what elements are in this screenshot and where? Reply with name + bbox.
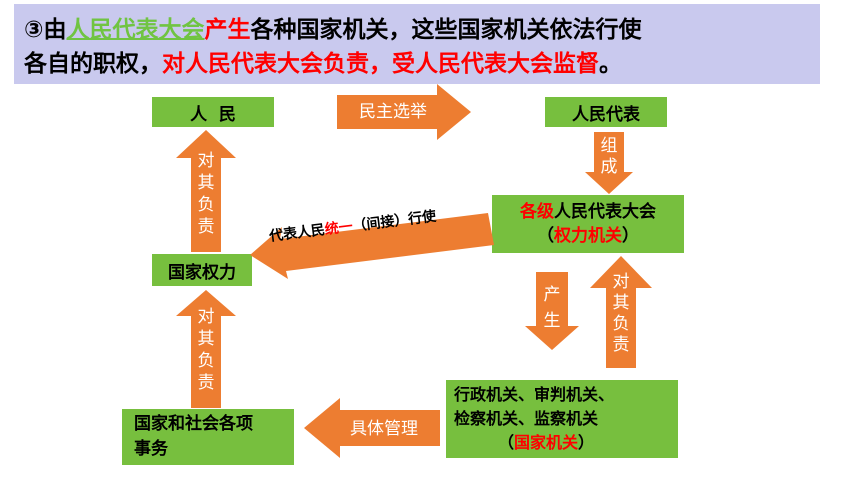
node-people: 人 民 [152,97,274,127]
arrow-represent [250,213,494,279]
node-state-power: 国家权力 [152,254,252,286]
arrow-produce-label: 产生 [543,285,561,331]
arrow-manage-label: 具体管理 [350,419,418,439]
node-congress-paren-open: （ [537,226,554,246]
banner-line-2: 各自的职权，对人民代表大会负责，受人民代表大会监督。 [24,44,622,78]
banner-line2-red: 对人民代表大会负责，受人民代表大会监督 [162,51,599,77]
banner-produce-text: 产生 [204,17,251,43]
node-representatives: 人民代表 [545,97,667,127]
node-congress: 各级人民代表大会 （权力机关） [492,195,684,253]
arrow-responsible-people-label: 对其负责 [197,151,215,237]
node-state-organs: 行政机关、审判机关、 检察机关、监察机关 （国家机关） [446,380,678,458]
arrow-represent-red: 统一 [323,218,354,239]
node-people-label: 人 民 [190,104,236,125]
node-organs-line2: 检察机关、监察机关 [454,409,599,428]
node-congress-subtitle: （权力机关） [537,224,639,248]
node-organs-paren-close: ） [578,433,595,452]
node-organs-paren-open: （ [498,433,515,452]
arrow-responsible-people [176,130,236,252]
node-organs-line3: （国家机关） [454,431,594,455]
banner-line2-start: 各自的职权， [24,51,162,77]
arrow-produce [525,272,579,350]
arrow-compose-label: 组成 [600,136,618,177]
arrow-responsible-congress-label: 对其负责 [612,272,630,355]
banner-marker: ③由 [24,17,67,43]
node-state-power-label: 国家权力 [168,262,236,283]
arrow-responsible-affairs-label: 对其负责 [197,307,215,393]
node-congress-sub: 权力机关 [554,226,622,246]
node-congress-prefix: 各级 [520,202,554,222]
node-affairs: 国家和社会各项 事务 [122,409,294,465]
node-organs-line1: 行政机关、审判机关、 [454,385,615,404]
node-congress-paren-close: ） [622,226,639,246]
node-organs-sub: 国家机关 [514,433,579,452]
node-congress-title: 各级人民代表大会 [520,200,656,224]
arrow-responsible-congress [590,256,652,368]
node-congress-main: 人民代表大会 [554,202,656,222]
arrow-compose [585,132,633,194]
arrow-responsible-affairs [176,290,236,408]
banner-line1-rest: 各种国家机关，这些国家机关依法行使 [250,17,642,43]
banner-congress-link: 人民代表大会 [66,17,205,43]
arrow-election [337,84,471,140]
arrow-manage [304,398,440,458]
arrow-election-label: 民主选举 [359,102,427,122]
node-affairs-line1: 国家和社会各项 [134,414,253,434]
banner-line2-end: 。 [599,51,622,77]
banner-line-1: ③由人民代表大会产生各种国家机关，这些国家机关依法行使 [24,10,641,44]
node-affairs-line2: 事务 [134,439,168,459]
node-representatives-label: 人民代表 [572,104,640,125]
title-banner [14,4,820,84]
